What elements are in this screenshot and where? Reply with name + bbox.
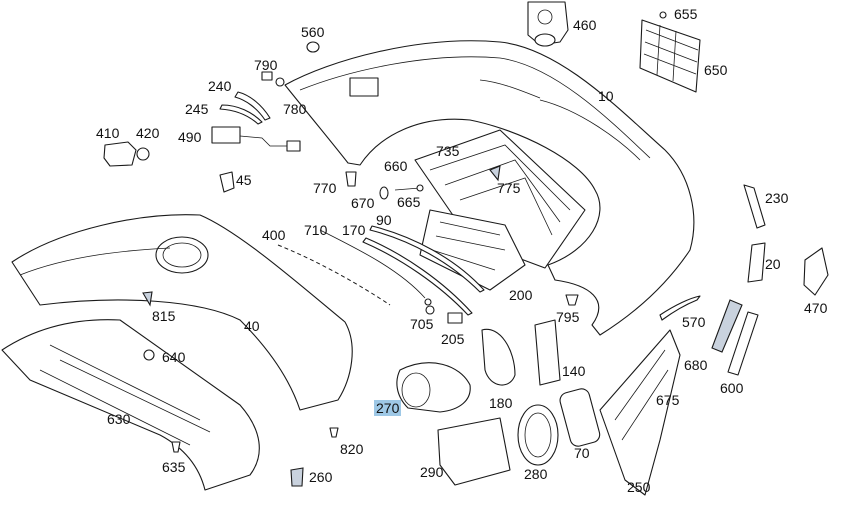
bumper-cover-part <box>284 40 695 336</box>
callout-460[interactable]: 460 <box>573 17 597 33</box>
callout-180[interactable]: 180 <box>489 395 513 411</box>
lower-bumper-40-part <box>11 214 353 411</box>
callout-230[interactable]: 230 <box>765 190 789 206</box>
sensor-holder-470-part <box>803 247 829 296</box>
callout-200[interactable]: 200 <box>509 287 533 303</box>
callout-140[interactable]: 140 <box>562 363 586 379</box>
callout-665[interactable]: 665 <box>397 194 421 210</box>
bracket-140-part <box>534 319 561 386</box>
callout-735[interactable]: 735 <box>436 143 460 159</box>
callout-170[interactable]: 170 <box>342 222 366 238</box>
trim-600-part <box>727 311 759 376</box>
callout-40[interactable]: 40 <box>244 318 260 334</box>
callout-570[interactable]: 570 <box>682 314 706 330</box>
callout-635[interactable]: 635 <box>162 459 186 475</box>
callout-70[interactable]: 70 <box>574 445 590 461</box>
sensor-490-part <box>211 126 241 144</box>
chrome-strip-170 <box>362 237 473 316</box>
bracket-45-part <box>219 171 235 193</box>
callout-290[interactable]: 290 <box>420 464 444 480</box>
callout-780[interactable]: 780 <box>283 101 307 117</box>
trim-ring-180 <box>481 328 516 386</box>
callout-675[interactable]: 675 <box>656 392 680 408</box>
bracket-290-part <box>437 417 511 486</box>
callout-630[interactable]: 630 <box>107 411 131 427</box>
callout-240[interactable]: 240 <box>208 78 232 94</box>
callout-650[interactable]: 650 <box>704 62 728 78</box>
bracket-20-part <box>747 242 766 283</box>
callout-795[interactable]: 795 <box>556 309 580 325</box>
callout-410[interactable]: 410 <box>96 125 120 141</box>
callout-205[interactable]: 205 <box>441 331 465 347</box>
callout-470[interactable]: 470 <box>804 300 828 316</box>
callout-655[interactable]: 655 <box>674 6 698 22</box>
callout-600[interactable]: 600 <box>720 380 744 396</box>
clip-560 <box>306 41 320 53</box>
callout-250[interactable]: 250 <box>627 479 651 495</box>
callout-10[interactable]: 10 <box>598 88 614 104</box>
parking-sensor-part <box>103 141 137 167</box>
callout-770[interactable]: 770 <box>313 180 337 196</box>
callout-670[interactable]: 670 <box>351 195 375 211</box>
callout-710[interactable]: 710 <box>304 222 328 238</box>
callout-660[interactable]: 660 <box>384 158 408 174</box>
callout-490[interactable]: 490 <box>178 129 202 145</box>
diffuser-630-part <box>1 319 260 491</box>
callout-45[interactable]: 45 <box>236 172 252 188</box>
trim-570-part <box>659 295 701 321</box>
callout-280[interactable]: 280 <box>524 466 548 482</box>
callout-705[interactable]: 705 <box>410 316 434 332</box>
callout-400[interactable]: 400 <box>262 227 286 243</box>
callout-560[interactable]: 560 <box>301 24 325 40</box>
callout-20[interactable]: 20 <box>765 256 781 272</box>
callout-680[interactable]: 680 <box>684 357 708 373</box>
bracket-230-part <box>743 184 766 229</box>
trim-strip-part <box>234 91 271 121</box>
callout-815[interactable]: 815 <box>152 308 176 324</box>
callout-775[interactable]: 775 <box>497 180 521 196</box>
trim-ring-70 <box>559 388 601 447</box>
grille-mesh-part <box>639 19 701 93</box>
callout-260[interactable]: 260 <box>309 469 333 485</box>
callout-790[interactable]: 790 <box>254 57 278 73</box>
callout-640[interactable]: 640 <box>162 349 186 365</box>
reflector-680-part <box>711 299 743 353</box>
callout-90[interactable]: 90 <box>376 212 392 228</box>
callout-820[interactable]: 820 <box>340 441 364 457</box>
exhaust-tip-270-part <box>396 362 471 413</box>
callout-420[interactable]: 420 <box>136 125 160 141</box>
callout-245[interactable]: 245 <box>185 101 209 117</box>
callout-270[interactable]: 270 <box>374 400 402 416</box>
trim-ring-280 <box>517 404 559 466</box>
chrome-strip-90 <box>369 225 485 293</box>
